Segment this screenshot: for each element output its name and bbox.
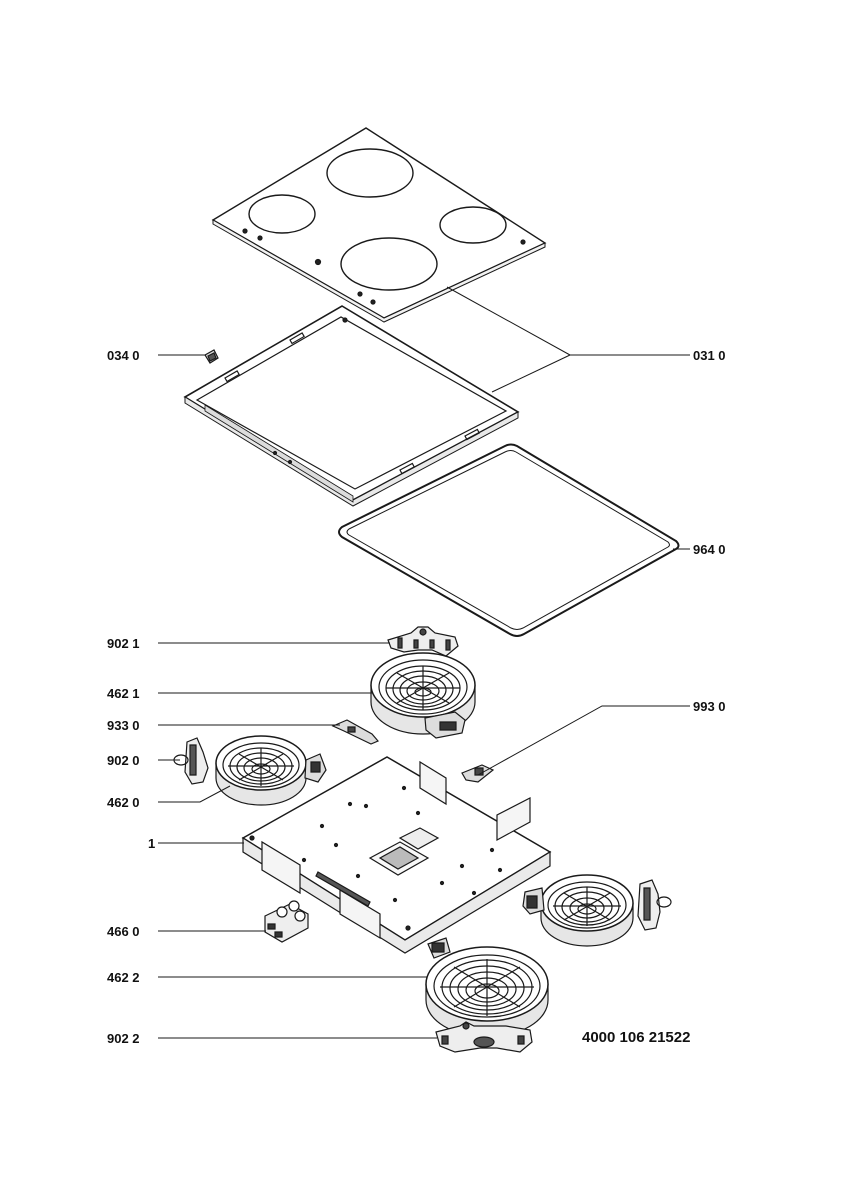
heating-element-right [523, 875, 633, 946]
label-0310: 031 0 [693, 348, 726, 363]
heating-element-4622 [426, 938, 548, 1037]
leader-4620 [158, 786, 230, 802]
support-bracket-9020 [174, 738, 208, 784]
label-0340: 034 0 [107, 348, 140, 363]
label-9330: 933 0 [107, 718, 140, 733]
label-9021: 902 1 [107, 636, 140, 651]
frame-031 [185, 306, 518, 506]
label-9640: 964 0 [693, 542, 726, 557]
label-9022: 902 2 [107, 1031, 140, 1046]
terminal-block-4660 [265, 901, 308, 942]
leader-0310-frame [492, 355, 570, 392]
clip-9930 [462, 765, 493, 782]
bracket-034 [205, 350, 218, 363]
gasket-964 [339, 445, 679, 637]
support-bracket-9022 [436, 1022, 532, 1052]
support-bracket-9021 [388, 627, 458, 656]
leader-9930 [478, 706, 690, 775]
leader-lines [158, 287, 690, 1038]
leader-0310-top [447, 287, 570, 355]
label-4622: 462 2 [107, 970, 140, 985]
label-1: 1 [148, 836, 156, 851]
label-9930: 993 0 [693, 699, 726, 714]
label-4620: 462 0 [107, 795, 140, 810]
document-number: 4000 106 21522 [582, 1029, 691, 1046]
support-bracket-right [638, 880, 671, 930]
heating-element-4621 [371, 653, 475, 738]
base-tray [243, 757, 550, 953]
glass-ceramic-top [213, 128, 545, 322]
heating-element-4620 [216, 736, 326, 805]
label-4660: 466 0 [107, 924, 140, 939]
label-9020: 902 0 [107, 753, 140, 768]
label-4621: 462 1 [107, 686, 140, 701]
clip-9330 [333, 720, 378, 744]
